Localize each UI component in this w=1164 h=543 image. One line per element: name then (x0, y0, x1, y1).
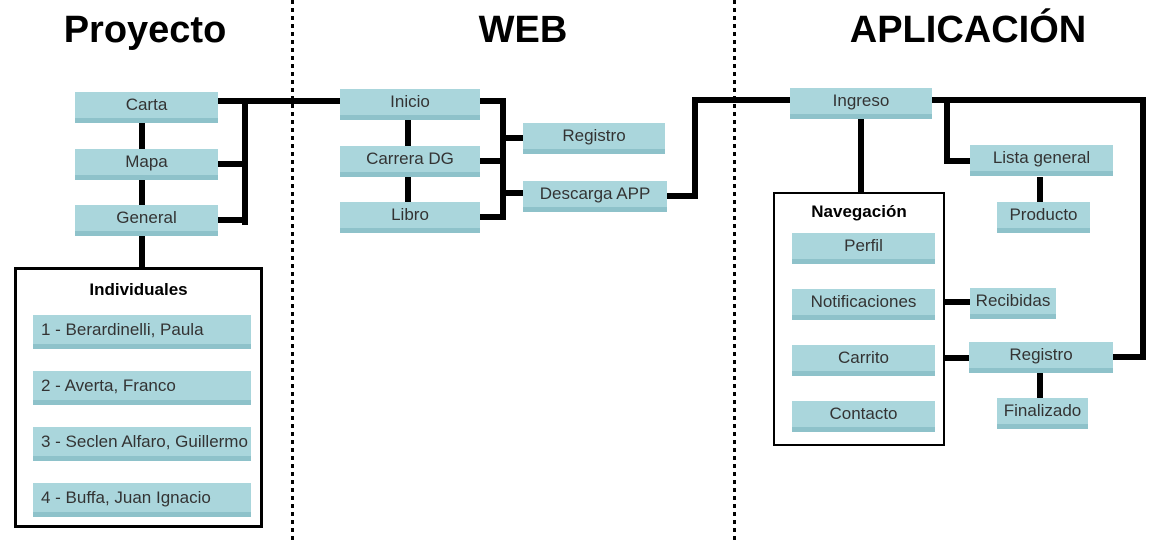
node-ingreso: Ingreso (790, 88, 932, 119)
group-navegacion: Navegación Perfil Notificaciones Carrito… (773, 192, 945, 446)
node-libro: Libro (340, 202, 480, 233)
connector-carrera-trunk (480, 158, 500, 164)
node-perfil: Perfil (792, 233, 935, 264)
node-producto: Producto (997, 202, 1090, 233)
connector-ingreso-top (932, 97, 1146, 103)
connector-elbow-vertical (692, 97, 698, 199)
connector-far-right (1140, 97, 1146, 360)
node-carrera-dg: Carrera DG (340, 146, 480, 177)
connector-trunk-registro-web (500, 135, 523, 141)
connector-inicio-carrera (405, 120, 411, 146)
connector-drop-lista (944, 97, 950, 164)
connector-to-lista (944, 158, 970, 164)
node-recibidas: Recibidas (970, 288, 1056, 319)
connector-carrera-libro (405, 177, 411, 202)
section-divider-right (733, 0, 736, 543)
node-inicio: Inicio (340, 89, 480, 120)
connector-notificaciones-recibidas (933, 299, 970, 305)
node-contacto: Contacto (792, 401, 935, 432)
connector-descarga-elbow (667, 193, 698, 199)
connector-trunk-descarga (500, 190, 523, 196)
section-title-proyecto: Proyecto (63, 9, 227, 51)
group-navegacion-title: Navegación (811, 202, 907, 221)
individuales-item-4: 4 - Buffa, Juan Ignacio (33, 483, 251, 517)
node-mapa: Mapa (75, 149, 218, 180)
individuales-item-2: 2 - Averta, Franco (33, 371, 251, 405)
group-individuales: Individuales 1 - Berardinelli, Paula 2 -… (14, 267, 263, 528)
node-finalizado: Finalizado (997, 398, 1088, 429)
node-carta: Carta (75, 92, 218, 123)
node-notificaciones: Notificaciones (792, 289, 935, 320)
connector-libro-trunk (480, 214, 500, 220)
connector-carta-inicio (218, 98, 340, 104)
connector-inicio-trunk (480, 98, 506, 104)
node-registro-app: Registro (969, 342, 1113, 373)
connector-mapa-trunk (218, 161, 248, 167)
group-individuales-title: Individuales (89, 280, 188, 299)
connector-general-trunk (218, 217, 248, 223)
connector-carta-mapa (139, 123, 145, 149)
node-lista-general: Lista general (970, 145, 1113, 176)
node-general: General (75, 205, 218, 236)
section-divider-left (291, 0, 294, 543)
node-carrito: Carrito (792, 345, 935, 376)
section-title-aplicacion: APLICACIÓN (849, 9, 1087, 51)
connector-lista-producto (1037, 177, 1043, 202)
connector-general-individuales (139, 236, 145, 267)
individuales-item-1: 1 - Berardinelli, Paula (33, 315, 251, 349)
node-registro-web: Registro (523, 123, 665, 154)
connector-elbow-ingreso (698, 97, 790, 103)
node-descarga-app: Descarga APP (523, 181, 667, 212)
section-title-web: WEB (478, 9, 568, 51)
connector-mapa-general (139, 180, 145, 205)
connector-carrito-registro (933, 355, 969, 361)
connector-ingreso-navegacion (858, 119, 864, 192)
individuales-item-3: 3 - Seclen Alfaro, Guillermo (33, 427, 251, 461)
connector-registro-finalizado (1037, 373, 1043, 398)
connector-web-trunk (500, 98, 506, 220)
connector-to-registro-app (1113, 354, 1146, 360)
